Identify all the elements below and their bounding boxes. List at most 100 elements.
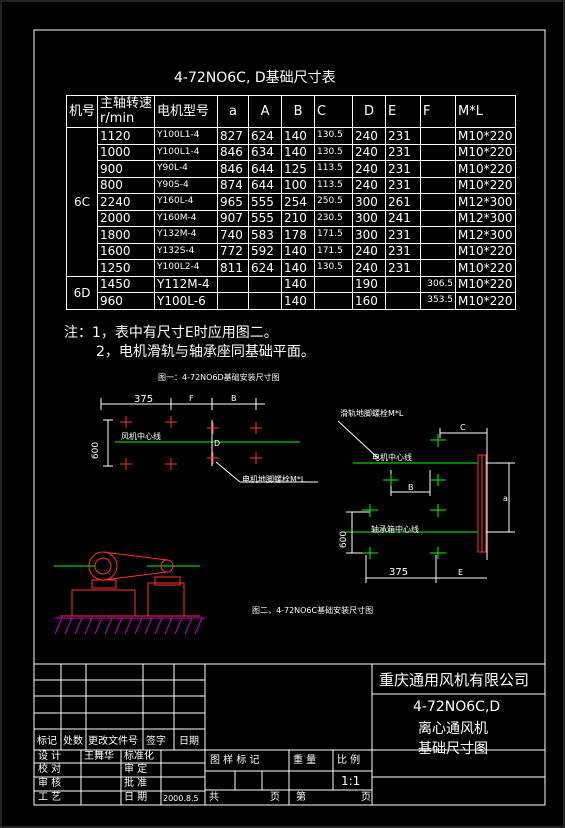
cell-A: 624	[248, 259, 283, 277]
cell-D: 240	[352, 143, 387, 161]
cell-C: 130.5	[314, 127, 354, 145]
cell-ML: M10*220	[455, 160, 516, 178]
cell-motor: Y112M-4	[154, 275, 219, 293]
cell-F	[420, 176, 457, 194]
cell-C	[314, 275, 354, 293]
cell-E: 231	[385, 160, 422, 178]
label-sheets-unit2: 页	[361, 792, 371, 803]
cell-A: 644	[248, 176, 283, 194]
header-F: F	[420, 95, 457, 128]
fig2-dim-a: a	[503, 494, 508, 503]
cell-rpm: 1800	[97, 226, 156, 244]
header-a: a	[217, 95, 250, 128]
cell-F: 306.5	[420, 275, 457, 293]
cell-F	[420, 193, 457, 211]
cell-rpm: 1600	[97, 242, 156, 260]
header-rpm-line1: 主轴转速	[100, 96, 153, 112]
cell-E: 261	[385, 193, 422, 211]
cell-rpm: 2240	[97, 193, 156, 211]
fig2-dim-B: B	[408, 483, 414, 492]
label-approve: 批 准	[124, 778, 148, 789]
cell-B: 125	[281, 160, 316, 178]
header-ML: M*L	[455, 95, 516, 128]
cell-ML: M10*220	[455, 143, 516, 161]
cell-A	[248, 275, 283, 293]
fig1-dim-375: 375	[134, 394, 154, 405]
cell-E: 231	[385, 242, 422, 260]
cell-motor: Y100L1-4	[154, 127, 219, 145]
cell-D: 300	[352, 226, 387, 244]
cell-F	[420, 242, 457, 260]
cell-C: 130.5	[314, 259, 354, 277]
note-1: 注：1，表中有尺寸E时应用图二。	[64, 325, 278, 341]
rev-header-mark: 标记	[37, 736, 57, 747]
fig1-dim-F: F	[189, 394, 194, 403]
label-stage-mark: 图 样 标 记	[210, 755, 260, 766]
label-weight: 重 量	[293, 755, 317, 766]
fig2-dim-600: 600	[339, 530, 350, 549]
cell-C: 113.5	[314, 176, 354, 194]
cell-F	[420, 259, 457, 277]
cell-ML: M10*220	[455, 242, 516, 260]
cell-B: 140	[281, 292, 316, 310]
cell-A: 555	[248, 193, 283, 211]
cell-F	[420, 160, 457, 178]
fig1-fan-center-label: 风机中心线	[121, 432, 161, 441]
label-sheet-no: 第	[296, 792, 306, 803]
rev-header-doc: 更改文件号	[88, 736, 138, 747]
label-sheets-unit1: 页	[270, 792, 280, 803]
cell-B: 140	[281, 242, 316, 260]
cell-rpm: 800	[97, 176, 156, 194]
cell-F	[420, 143, 457, 161]
figure-2	[337, 420, 515, 583]
title-block-grid	[34, 663, 545, 805]
cell-rpm: 1000	[97, 143, 156, 161]
fig1-motor-bolt-label: 电机地脚螺栓M*L	[242, 475, 306, 484]
drawing-date: 2000.8.5	[163, 794, 199, 803]
cell-motor: Y90S-4	[154, 176, 219, 194]
note-2: 2，电机滑轨与轴承座同基础平面。	[96, 344, 315, 360]
cell-F	[420, 226, 457, 244]
label-process: 工 艺	[38, 792, 62, 803]
cell-motor: Y100L1-4	[154, 143, 219, 161]
cell-B: 140	[281, 127, 316, 145]
rev-header-sign: 签字	[146, 736, 166, 747]
cell-motor: Y132M-4	[154, 226, 219, 244]
cell-motor: Y90L-4	[154, 160, 219, 178]
fig2-dim-E: E	[458, 568, 464, 577]
cell-motor: Y132S-4	[154, 242, 219, 260]
header-motor: 电机型号	[154, 95, 219, 128]
cell-ML: M10*220	[455, 127, 516, 145]
group-6c: 6C	[65, 127, 99, 277]
header-C: C	[314, 95, 354, 128]
cell-motor: Y100L-6	[154, 292, 219, 310]
cell-a: 965	[217, 193, 250, 211]
cell-rpm: 900	[97, 160, 156, 178]
cell-E: 231	[385, 226, 422, 244]
label-sheets-total: 共	[209, 792, 219, 803]
cell-a: 811	[217, 259, 250, 277]
cell-D: 240	[352, 160, 387, 178]
fig2-dim-C: C	[460, 423, 466, 432]
drawing-model: 4-72NO6C,D	[413, 699, 501, 715]
group-6d: 6D	[65, 275, 99, 310]
cell-C: 230.5	[314, 209, 354, 227]
header-E: E	[385, 95, 422, 128]
cell-C: 250.5	[314, 193, 354, 211]
cell-E: 231	[385, 127, 422, 145]
cell-D: 300	[352, 193, 387, 211]
cell-ML: M10*220	[455, 292, 516, 310]
company-name: 重庆通用风机有限公司	[379, 671, 530, 689]
drawing-name-line2: 基础尺寸图	[418, 741, 488, 757]
cell-ML: M12*300	[455, 226, 516, 244]
